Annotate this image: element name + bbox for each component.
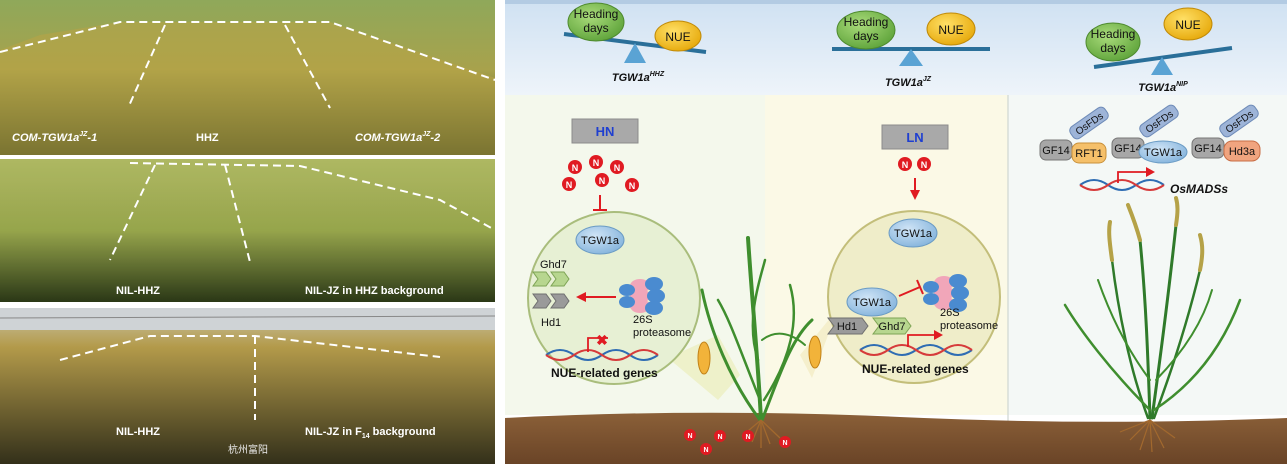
svg-text:N: N — [782, 440, 787, 447]
svg-text:N: N — [703, 447, 708, 454]
photo-top-center-label: HHZ — [196, 132, 219, 144]
hn-tgw1a: TGW1a — [581, 235, 620, 247]
svg-text:N: N — [566, 180, 573, 190]
hn-nitrogen-cluster: N N N N N N — [562, 155, 639, 192]
block-x-icon: ✖ — [596, 332, 608, 348]
balance-2-allele: TGW1aJZ — [885, 76, 932, 89]
fulcrum-icon — [899, 49, 923, 66]
svg-text:RFT1: RFT1 — [1075, 148, 1103, 160]
grain-icon — [697, 341, 711, 375]
ln-tgw1a-top: TGW1a — [894, 228, 933, 240]
hn-hd1-label: Hd1 — [541, 317, 561, 329]
balance-1-right: NUE — [665, 30, 690, 44]
photo-middle-right-label: NIL-JZ in HHZ background — [305, 285, 444, 297]
nip-dna-icon — [1079, 179, 1165, 191]
hn-genes: NUE-related genes — [551, 366, 658, 380]
ln-zoom-circle — [827, 210, 1001, 384]
hn-label-box — [571, 118, 639, 144]
balance-1-allele: TGW1aHHZ — [612, 71, 665, 84]
grain-icon — [808, 335, 822, 369]
svg-text:N: N — [745, 434, 750, 441]
photo-middle: NIL-HHZ NIL-JZ in HHZ background — [0, 159, 496, 302]
hn-ghd7-label: Ghd7 — [540, 259, 567, 271]
ln-proteasome-icon — [923, 274, 969, 312]
photo-bottom-left-label: NIL-HHZ — [116, 426, 160, 438]
photo-watermark: 杭州富阳 — [228, 443, 268, 456]
soil-nitrogen: N N N N N — [684, 429, 791, 455]
complex-rft1: GF14 OsFDs RFT1 — [1039, 106, 1109, 164]
ln-label: LN — [906, 130, 923, 145]
panel-hn: HN N N N N N N TGW1a Ghd7 Hd1 — [527, 118, 740, 400]
svg-text:N: N — [629, 181, 636, 191]
hn-label: HN — [596, 124, 615, 139]
balance-3-allele: TGW1aNIP — [1138, 81, 1188, 94]
arrow-icon — [934, 330, 943, 340]
svg-text:GF14: GF14 — [1042, 145, 1070, 157]
hn-proteasome-icon — [619, 277, 665, 315]
svg-text:Hd3a: Hd3a — [1229, 146, 1256, 158]
svg-text:N: N — [921, 160, 928, 170]
svg-text:N: N — [572, 163, 579, 173]
svg-text:GF14: GF14 — [1114, 143, 1142, 155]
svg-text:TGW1a: TGW1a — [1144, 147, 1183, 159]
arrow-down-icon — [910, 190, 920, 200]
rice-plant-icon — [700, 236, 814, 422]
ln-label-box — [881, 124, 949, 150]
ln-dna-icon — [859, 344, 973, 356]
photo-top-left-label: COM-TGW1aJZ-1 — [12, 131, 97, 144]
svg-text:GF14: GF14 — [1194, 143, 1222, 155]
fulcrum-icon — [624, 43, 646, 63]
photo-top-right-label: COM-TGW1aJZ-2 — [355, 131, 440, 144]
roots-icon — [1119, 419, 1176, 453]
svg-text:N: N — [717, 434, 722, 441]
ln-hd1: Hd1 — [837, 321, 857, 333]
svg-text:N: N — [902, 160, 909, 170]
balance-3-right: NUE — [1175, 18, 1200, 32]
svg-text:N: N — [593, 158, 600, 168]
photo-bottom-right-label: NIL-JZ in F14 background — [305, 426, 436, 440]
soil — [505, 412, 1287, 464]
mature-rice-plant-icon — [1063, 196, 1242, 420]
hn-dna-icon — [545, 349, 659, 361]
svg-text:N: N — [614, 163, 621, 173]
ln-tgw1a-complex: TGW1a — [853, 297, 892, 309]
arrow-icon — [576, 292, 586, 302]
photo-top: COM-TGW1aJZ-1 HHZ COM-TGW1aJZ-2 — [0, 0, 496, 155]
nip-gene: OsMADSs — [1170, 182, 1228, 196]
balance-2-right: NUE — [938, 23, 963, 37]
inhibit-icon — [898, 286, 921, 297]
ln-genes: NUE-related genes — [862, 362, 969, 376]
fulcrum-icon — [1151, 57, 1173, 75]
svg-text:N: N — [599, 176, 606, 186]
ln-ghd7: Ghd7 — [879, 321, 906, 333]
photo-bottom: NIL-HHZ NIL-JZ in F14 background 杭州富阳 — [0, 308, 496, 464]
arrow-icon — [1146, 167, 1155, 177]
svg-text:N: N — [687, 433, 692, 440]
photo-middle-left-label: NIL-HHZ — [116, 285, 160, 297]
